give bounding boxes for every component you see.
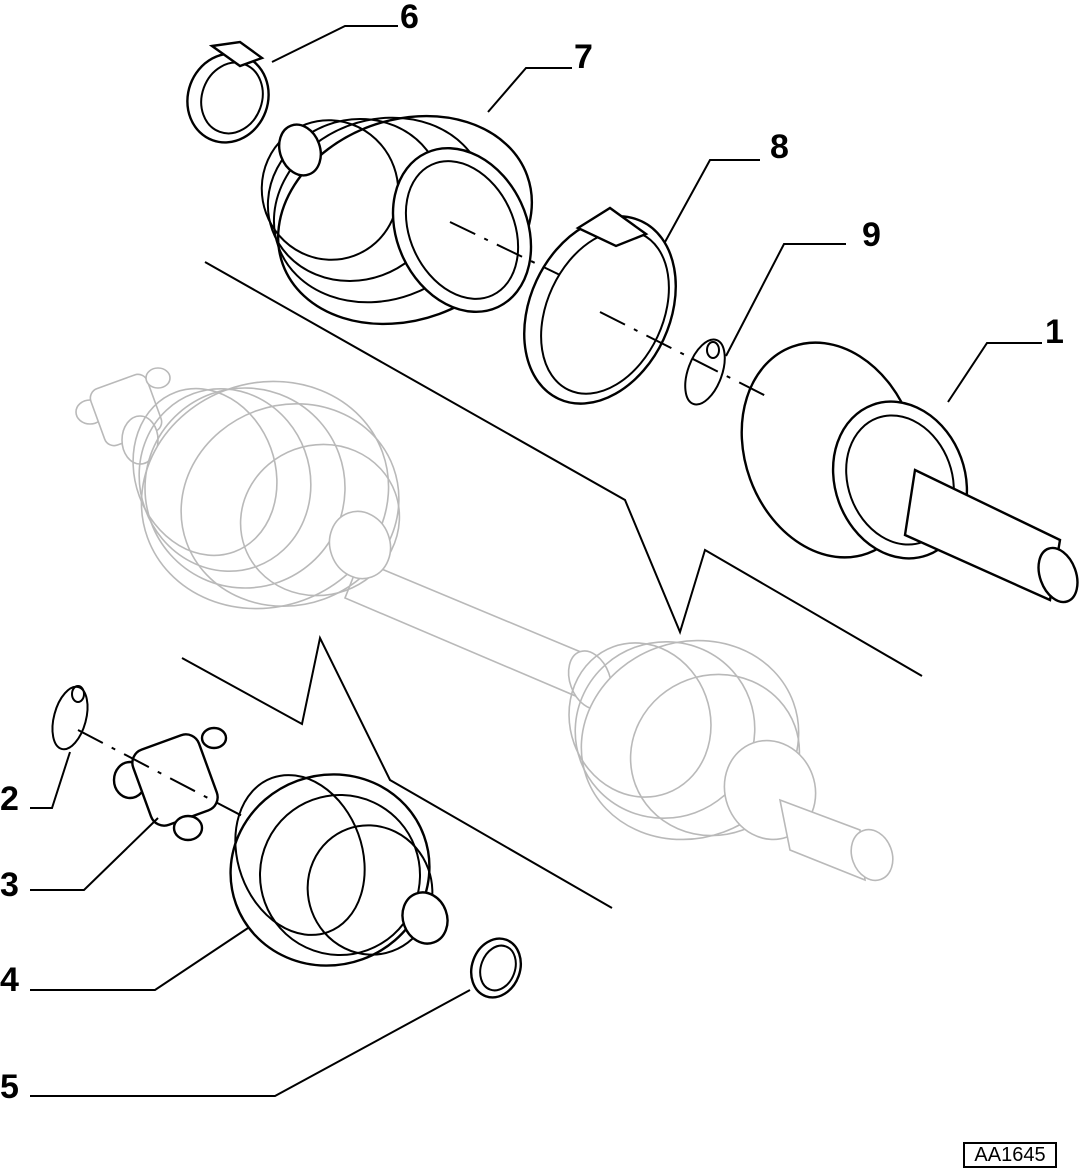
reference-code-label: AA1645 [963,1142,1057,1168]
callout-9: 9 [862,216,881,254]
axis-upper-a [449,221,561,276]
circlip-lower-part [51,685,89,751]
leader-2 [30,751,71,809]
callout-8: 8 [770,128,789,166]
callout-1: 1 [1045,313,1064,351]
leader-8 [664,159,760,243]
callout-2: 2 [0,780,19,818]
leader-6 [271,25,398,63]
leader-5 [30,989,471,1097]
circlip-upper-part [684,338,726,406]
large-clamp-part [523,206,677,405]
small-clamp-part [186,40,270,144]
leader-3 [30,817,159,891]
outer-boot-part [260,114,534,326]
break-line-lower [181,634,613,909]
inner-boot-assembled [132,380,401,610]
small-clamp-lower-part [470,937,522,999]
callout-3: 3 [0,866,19,904]
outer-boot-assembled [567,639,894,882]
callout-6: 6 [400,0,419,36]
inner-boot-part [229,773,449,967]
axis-lower [77,729,251,821]
shaft-bar [343,558,602,702]
tripod-spider-part [112,726,228,842]
break-line-upper [204,261,923,677]
leader-9 [725,243,846,357]
leader-4 [30,927,249,991]
callout-5: 5 [0,1068,19,1106]
callout-4: 4 [0,961,19,999]
axis-upper-b [599,311,771,399]
callout-7: 7 [574,38,593,76]
outer-cv-joint-part [740,341,1079,604]
leader-1 [947,342,1042,403]
leader-7 [487,67,572,113]
assembled-drive-shaft [75,367,894,882]
